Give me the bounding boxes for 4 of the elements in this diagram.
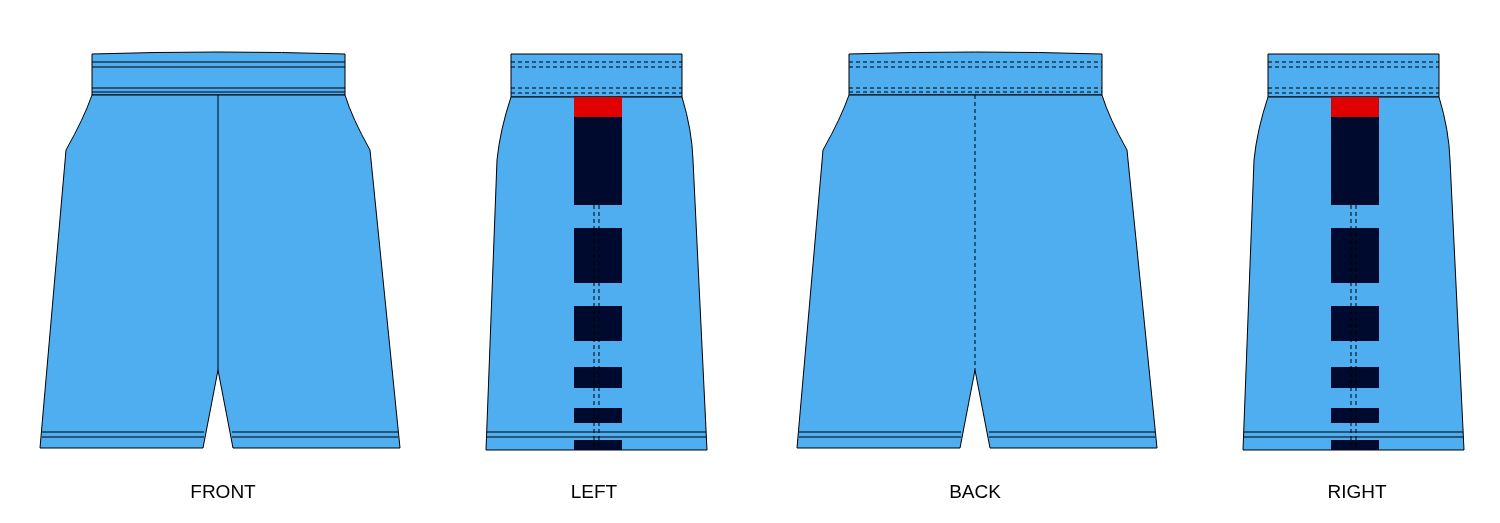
- view-label: FRONT: [190, 480, 256, 504]
- view-label: BACK: [949, 480, 1001, 504]
- view-label: RIGHT: [1327, 480, 1387, 504]
- view-label: LEFT: [570, 480, 618, 504]
